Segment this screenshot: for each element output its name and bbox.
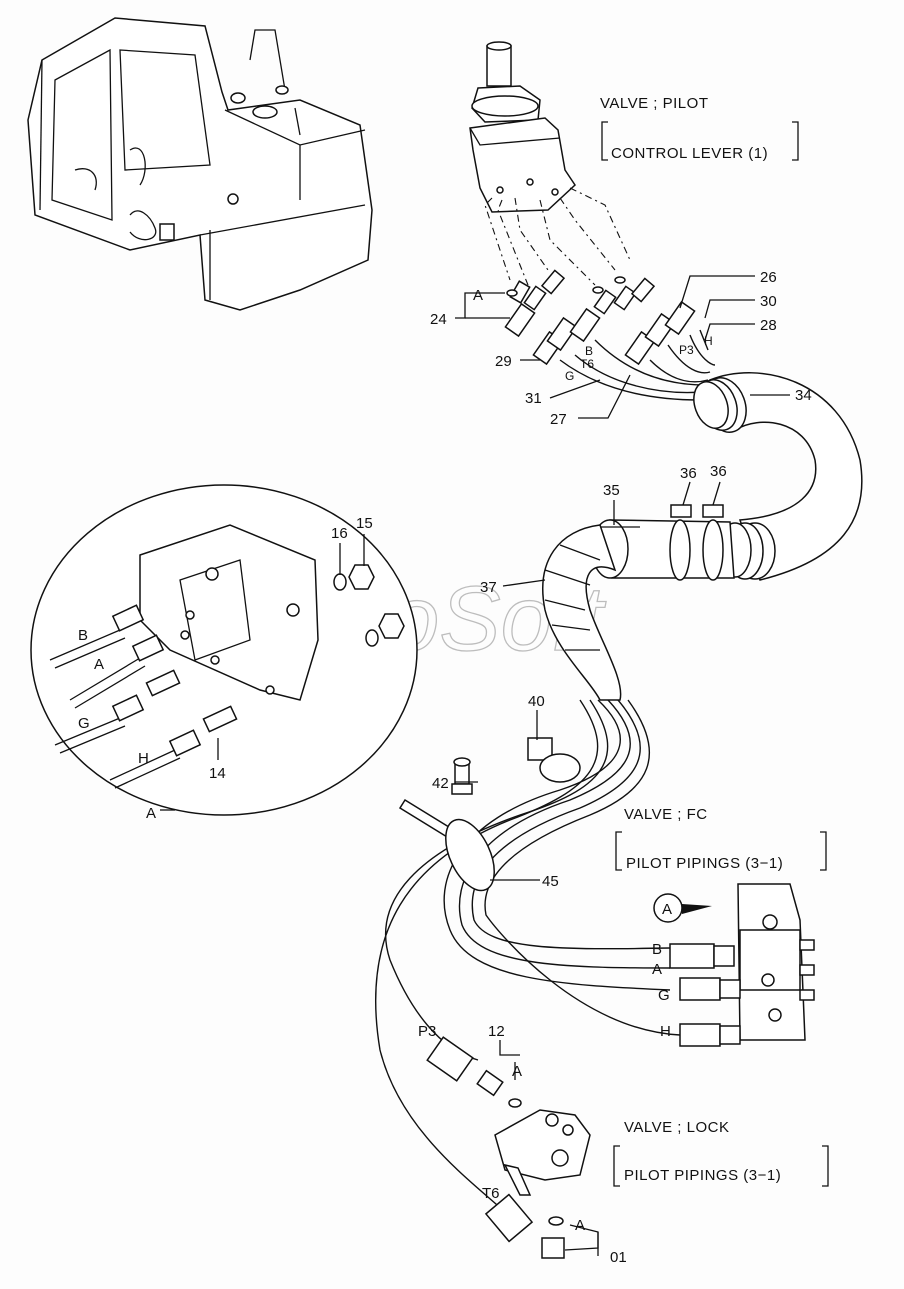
hose-top-b: B [585,344,593,358]
part-34: 34 [795,387,812,404]
caption-lock-valve: VALVE ; LOCK PILOT PIPINGS (3−1) [613,1119,829,1187]
part-14: 14 [209,765,226,782]
lock-valve-icon [426,1036,591,1259]
fc-valve-block-icon [669,883,815,1047]
detail-caption-a: A [146,805,156,822]
excavator-cab-icon [27,17,373,311]
hose-bundle-lower [375,699,681,1213]
part-12: 12 [488,1023,505,1040]
part-42: 42 [432,775,449,792]
low-marker-a1: A [512,1063,522,1080]
part-37: 37 [480,579,497,596]
detail-a-view [30,484,418,816]
caption-fc-valve: VALVE ; FC PILOT PIPINGS (3−1) [615,806,827,872]
leader-lines [160,275,790,1256]
part-30: 30 [760,293,777,310]
marker-a-arrow: A [653,893,712,923]
fc-hose-b: B [652,941,662,958]
hose-bundle-upper [559,329,716,401]
part-15: 15 [356,515,373,532]
fc-hose-a: A [652,961,662,978]
hose-top-t6: T6 [580,357,594,371]
cable-tie-icon [398,798,495,892]
detail-hose-b: B [78,627,88,644]
detail-hose-g: G [78,715,90,732]
part-28: 28 [760,317,777,334]
caption-fc-title: VALVE ; FC [624,806,708,823]
part-26: 26 [760,269,777,286]
caption-lock-sub: PILOT PIPINGS (3−1) [624,1167,781,1184]
part-27: 27 [550,411,567,428]
fitting-icon [506,269,656,315]
part-35: 35 [603,482,620,499]
part-45: 45 [542,873,559,890]
pilot-port-dashes [484,187,631,286]
hose-top-p3: P3 [679,343,694,357]
hose-letter-labels: A B T6 G P3 H B A G H A B A G H P3 T6 A … [78,287,713,1234]
detail-hose-h: H [138,750,149,767]
part-31: 31 [525,390,542,407]
part-01: 01 [610,1249,627,1266]
hose-top-g: G [565,369,574,383]
hose-top-h: H [704,334,713,348]
caption-pilot-title: VALVE ; PILOT [600,95,708,112]
fc-hose-g: G [658,987,670,1004]
caption-pilot-sub: CONTROL LEVER (1) [611,145,768,162]
caption-fc-sub: PILOT PIPINGS (3−1) [626,855,783,872]
detail-hose-a: A [94,656,104,673]
low-hose-p3: P3 [418,1023,436,1040]
clamp-icon [591,504,776,581]
caption-pilot-valve: VALVE ; PILOT CONTROL LEVER (1) [600,95,799,162]
spiral-wrap-37 [542,524,622,701]
part-16: 16 [331,525,348,542]
fc-hose-h: H [660,1023,671,1040]
part-29: 29 [495,353,512,370]
bolt-icon [451,737,581,795]
pilot-valve-icon [469,41,576,213]
hose-end-fittings [504,300,696,366]
low-marker-a2: A [575,1217,585,1234]
part-24: 24 [430,311,447,328]
part-number-labels: 24 26 30 28 29 31 27 34 35 36 36 37 40 4… [209,269,812,1266]
part-36-right: 36 [710,463,727,480]
marker-a-label: A [662,901,672,918]
low-hose-t6: T6 [482,1185,500,1202]
caption-lock-title: VALVE ; LOCK [624,1119,730,1136]
hose-top-a: A [473,287,483,304]
part-40: 40 [528,693,545,710]
part-36-left: 36 [680,465,697,482]
